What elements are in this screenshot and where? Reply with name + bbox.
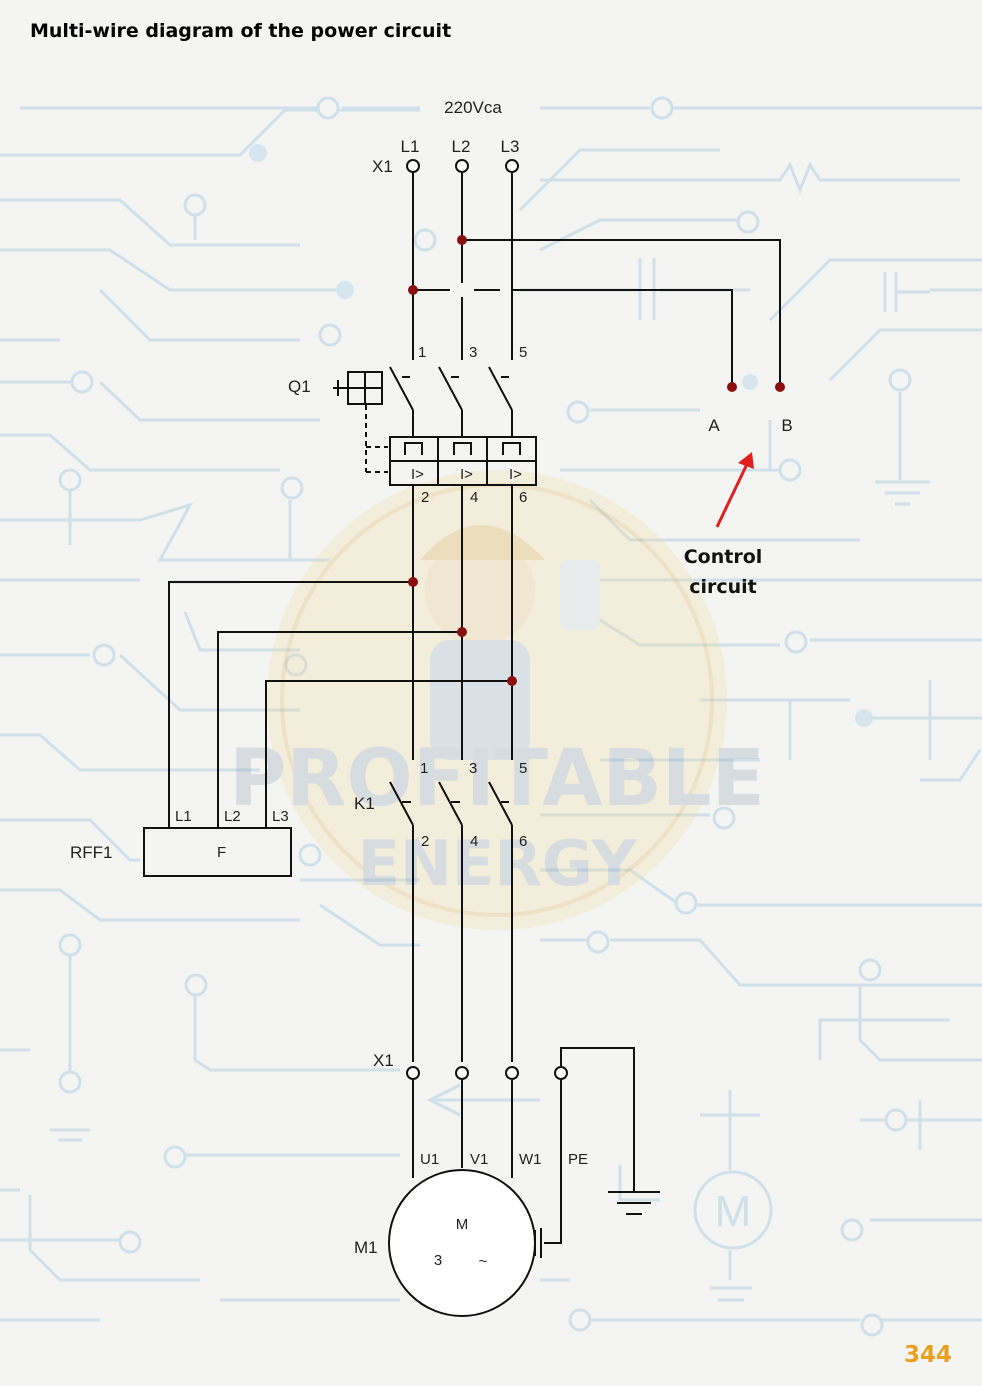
- terminal-w1-label: W1: [519, 1151, 542, 1168]
- control-circuit-label-line2: circuit: [689, 576, 757, 598]
- supply-terminal-l2: [455, 159, 469, 173]
- page-number: 344: [904, 1342, 953, 1368]
- watermark-line2: ENERGY: [358, 827, 638, 900]
- motor-terminal-u1: [406, 1066, 420, 1080]
- control-circuit-label: Control circuit: [660, 542, 786, 602]
- motor-label: M1: [354, 1238, 378, 1257]
- filter-tap-wires: [168, 485, 517, 828]
- q1-trip-3: I>: [509, 466, 522, 483]
- contactor-label: K1: [354, 794, 375, 813]
- junction-filter-l1: [408, 577, 418, 587]
- supply-phase-l3: L3: [501, 137, 520, 156]
- control-point-b: [775, 382, 785, 392]
- control-tap-wires: [408, 235, 785, 392]
- control-circuit-arrow: [715, 452, 754, 528]
- motor-symbol-letter: M: [456, 1216, 469, 1233]
- q1-terminal-2: 2: [421, 489, 429, 506]
- terminal-v1-label: V1: [470, 1151, 488, 1168]
- junction-filter-l2: [457, 627, 467, 637]
- motor-terminal-block: X1 U1 V1 W1 PE: [373, 1047, 660, 1258]
- supply-terminal-l3: [505, 159, 519, 173]
- filter-input-l3: L3: [272, 808, 289, 825]
- filter-input-l2: L2: [224, 808, 241, 825]
- motor-terminal-v1: [455, 1066, 469, 1080]
- motor-terminal-block-label: X1: [373, 1051, 394, 1070]
- terminal-u1-label: U1: [420, 1151, 439, 1168]
- filter-input-l1: L1: [175, 808, 192, 825]
- q1-terminal-1: 1: [418, 344, 426, 361]
- supply-phase-l2: L2: [452, 137, 471, 156]
- control-point-a-label: A: [708, 416, 720, 435]
- filter-rff1: L1 L2 L3 F RFF1: [70, 808, 292, 877]
- control-circuit-label-line1: Control: [683, 546, 763, 568]
- k1-terminal-2: 2: [421, 833, 429, 850]
- supply-terminal-l1: [406, 159, 420, 173]
- watermark-line1: PROFITABLE: [229, 734, 765, 824]
- k1-terminal-6: 6: [519, 833, 527, 850]
- control-point-a: [727, 382, 737, 392]
- motor-m1: M 3 ~ M1: [354, 1169, 536, 1317]
- motor-symbol: [388, 1169, 536, 1317]
- q1-terminal-3: 3: [469, 344, 477, 361]
- control-point-b-label: B: [781, 416, 792, 435]
- k1-terminal-1: 1: [420, 760, 428, 777]
- background-traces: M: [0, 96, 982, 1337]
- page-title: Multi-wire diagram of the power circuit: [30, 20, 452, 42]
- contactor-k1: 1 3 5 K1 2 4 6: [354, 760, 527, 1062]
- k1-terminal-4: 4: [470, 833, 478, 850]
- supply-phase-l1: L1: [401, 137, 420, 156]
- q1-terminal-4: 4: [470, 489, 478, 506]
- q1-trip-1: I>: [411, 466, 424, 483]
- k1-terminal-5: 5: [519, 760, 527, 777]
- motor-terminal-pe: [554, 1066, 568, 1080]
- junction-l2-control: [457, 235, 467, 245]
- background-motor-icon: M: [715, 1187, 752, 1236]
- motor-ac-symbol: ~: [479, 1253, 488, 1270]
- q1-terminal-5: 5: [519, 344, 527, 361]
- motor-phases: 3: [434, 1252, 442, 1269]
- filter-id: RFF1: [70, 843, 113, 862]
- watermark-logo: PROFITABLE ENERGY: [229, 470, 765, 930]
- k1-terminal-3: 3: [469, 760, 477, 777]
- q1-trip-2: I>: [460, 466, 473, 483]
- motor-terminal-w1: [505, 1066, 519, 1080]
- supply-wires: [406, 159, 519, 360]
- breaker-label: Q1: [288, 377, 311, 396]
- filter-label: F: [217, 844, 226, 861]
- supply-terminal-block: X1: [372, 157, 393, 176]
- q1-terminal-6: 6: [519, 489, 527, 506]
- breaker-q1: 1 3 5 Q1 I> I> I> 2 4 6: [288, 344, 537, 506]
- terminal-pe-label: PE: [568, 1151, 588, 1168]
- supply-voltage: 220Vca: [444, 98, 502, 117]
- junction-l1-control: [408, 285, 418, 295]
- junction-filter-l3: [507, 676, 517, 686]
